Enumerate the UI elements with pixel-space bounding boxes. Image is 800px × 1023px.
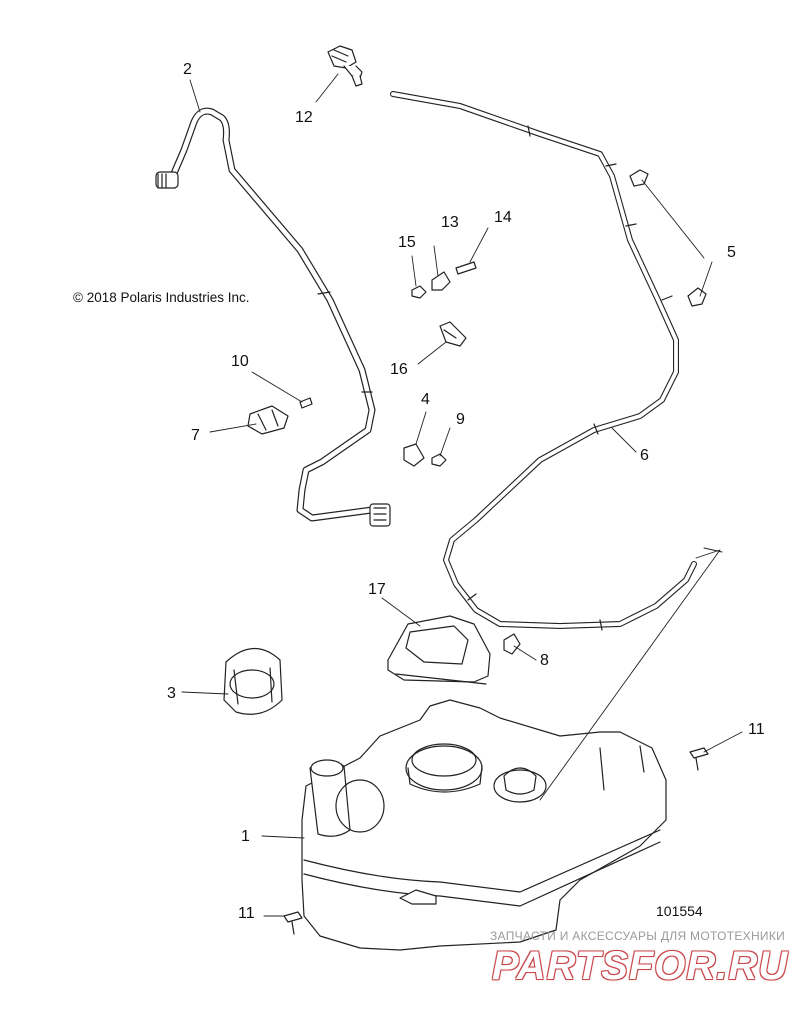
callout-5: 5 <box>727 244 736 261</box>
screw-11-left <box>283 911 303 935</box>
connector-8 <box>503 633 521 655</box>
clip-7 <box>247 405 289 435</box>
clamp-4 <box>403 443 425 467</box>
clip-5-b <box>687 287 707 307</box>
vent-hose-2 <box>155 107 391 527</box>
callout-15: 15 <box>398 234 416 251</box>
copyright-notice: © 2018 Polaris Industries Inc. <box>73 290 250 305</box>
bracket-16 <box>439 321 467 347</box>
fuel-tank-1 <box>301 699 667 951</box>
part-number: 101554 <box>656 903 703 919</box>
callout-4: 4 <box>421 391 430 408</box>
nut-9 <box>431 453 447 467</box>
nut-15 <box>411 285 427 299</box>
callout-10: 10 <box>231 353 249 370</box>
callout-13: 13 <box>441 214 459 231</box>
callout-1: 1 <box>241 828 250 845</box>
watermark-logo: PARTSFOR.RU <box>492 944 789 988</box>
callout-9: 9 <box>456 411 465 428</box>
cap-3 <box>223 647 283 715</box>
callout-2: 2 <box>183 61 192 78</box>
callout-14: 14 <box>494 209 512 226</box>
callout-17: 17 <box>368 581 386 598</box>
screw-10 <box>299 397 313 409</box>
clamp-13 <box>431 271 451 291</box>
callout-11-right: 11 <box>748 721 765 738</box>
screw-11-right <box>689 747 709 771</box>
hose-6 <box>390 91 697 631</box>
callout-12: 12 <box>295 109 313 126</box>
shield-17 <box>387 615 491 685</box>
callout-8: 8 <box>540 652 549 669</box>
callout-6: 6 <box>640 447 649 464</box>
callout-16: 16 <box>390 361 408 378</box>
leader-lines <box>181 73 743 917</box>
callout-7: 7 <box>191 427 200 444</box>
bolt-14 <box>455 261 477 275</box>
callout-3: 3 <box>167 685 176 702</box>
watermark-tagline: ЗАПЧАСТИ И АКСЕССУАРЫ ДЛЯ МОТОТЕХНИКИ <box>490 929 786 943</box>
callout-11-left: 11 <box>238 905 255 922</box>
fitting-12 <box>327 45 363 87</box>
